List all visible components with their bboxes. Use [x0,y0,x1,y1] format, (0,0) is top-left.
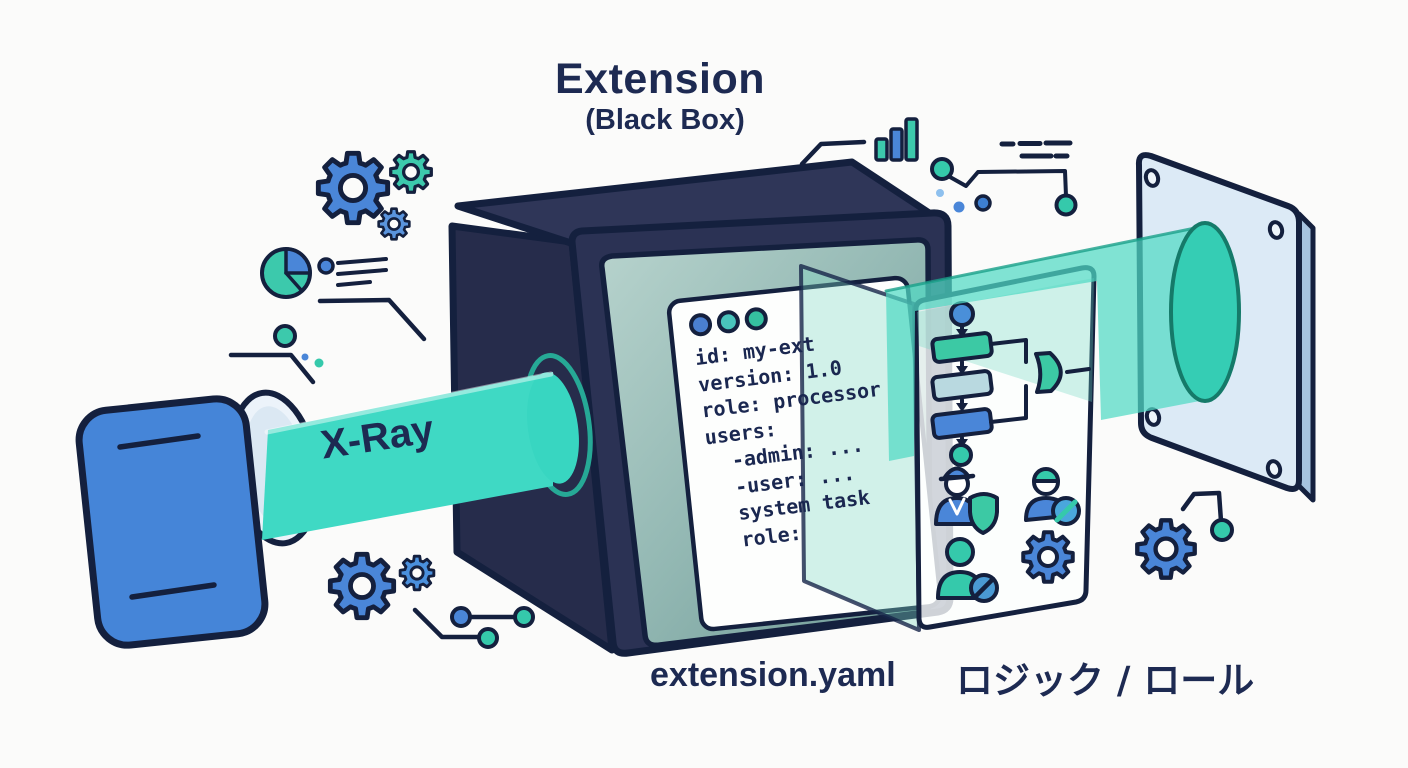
circuit-path-icon [930,157,1078,217]
gear-icon [377,207,411,241]
plate-rivet [1267,220,1285,240]
bar-chart-icon [874,117,919,162]
circuit-dots-icon [412,606,535,649]
beam-spot [1169,221,1241,403]
arrow-down-icon [956,403,968,412]
flowchart-start-node [949,301,975,327]
node-dot [513,606,535,628]
node-dot [930,157,954,181]
beam-highlight [264,371,554,435]
decor-top-right [799,117,1078,217]
projector-accent-line [129,582,217,600]
node-dot [1054,193,1078,217]
arrow-down-icon [956,329,968,338]
pie-chart-icon [260,247,312,299]
gear-icon [318,153,387,222]
node-dot [273,324,297,348]
connector-lines-left [228,297,427,385]
plate-rivet [1265,459,1283,479]
black-box [448,158,954,657]
hair-icon [1032,467,1060,483]
window-dot-icon [716,310,740,334]
xray-beam-right [884,221,1241,461]
decor-bottom-left [330,554,535,649]
process-step-3 [930,407,994,440]
node-dot [477,627,499,649]
arrow-down-icon [956,366,968,375]
gear-icon [389,150,433,194]
node-dot [953,201,965,213]
flowchart [930,301,1091,467]
admin-user-icon [934,466,999,535]
gear-icon [330,554,393,617]
node-dot [974,194,992,212]
beam-edge [884,224,1207,293]
beam-end-cap [527,372,579,484]
decor-bottom-right [1137,490,1234,578]
xray-beam-left [262,371,579,540]
page-subtitle: (Black Box) [585,104,745,136]
node-dot [936,189,944,197]
node-dot [450,606,472,628]
beam-body [262,372,553,540]
flowchart-end-node [949,443,973,467]
gear-icon [398,554,436,592]
node-dot [1210,518,1234,542]
projector-accent-line [117,433,201,450]
node-dot [314,358,324,368]
node-dot [301,353,309,361]
shield-icon [968,492,999,535]
gear-icon [1137,520,1194,577]
projector-body [75,395,269,649]
blocked-user-icon [1024,467,1081,526]
window-dot-icon [689,313,713,337]
process-step-2 [930,369,994,402]
decor-gears-top-left [318,150,433,241]
restricted-user-icon [936,537,999,603]
plate-rivet [1143,168,1161,188]
beam-body [886,226,1205,461]
page-title: Extension [555,55,765,103]
logic-gate-icon [1034,351,1063,394]
caption-extension-yaml: extension.yaml [650,656,896,694]
dash-lines-icon [999,140,1073,159]
caption-logic-roles: ロジック / ロール [956,659,1255,702]
list-icon [317,257,388,287]
window-dot-icon [744,307,768,331]
yaml-code-block: id: my-ext version: 1.0 role: processor … [668,269,969,558]
